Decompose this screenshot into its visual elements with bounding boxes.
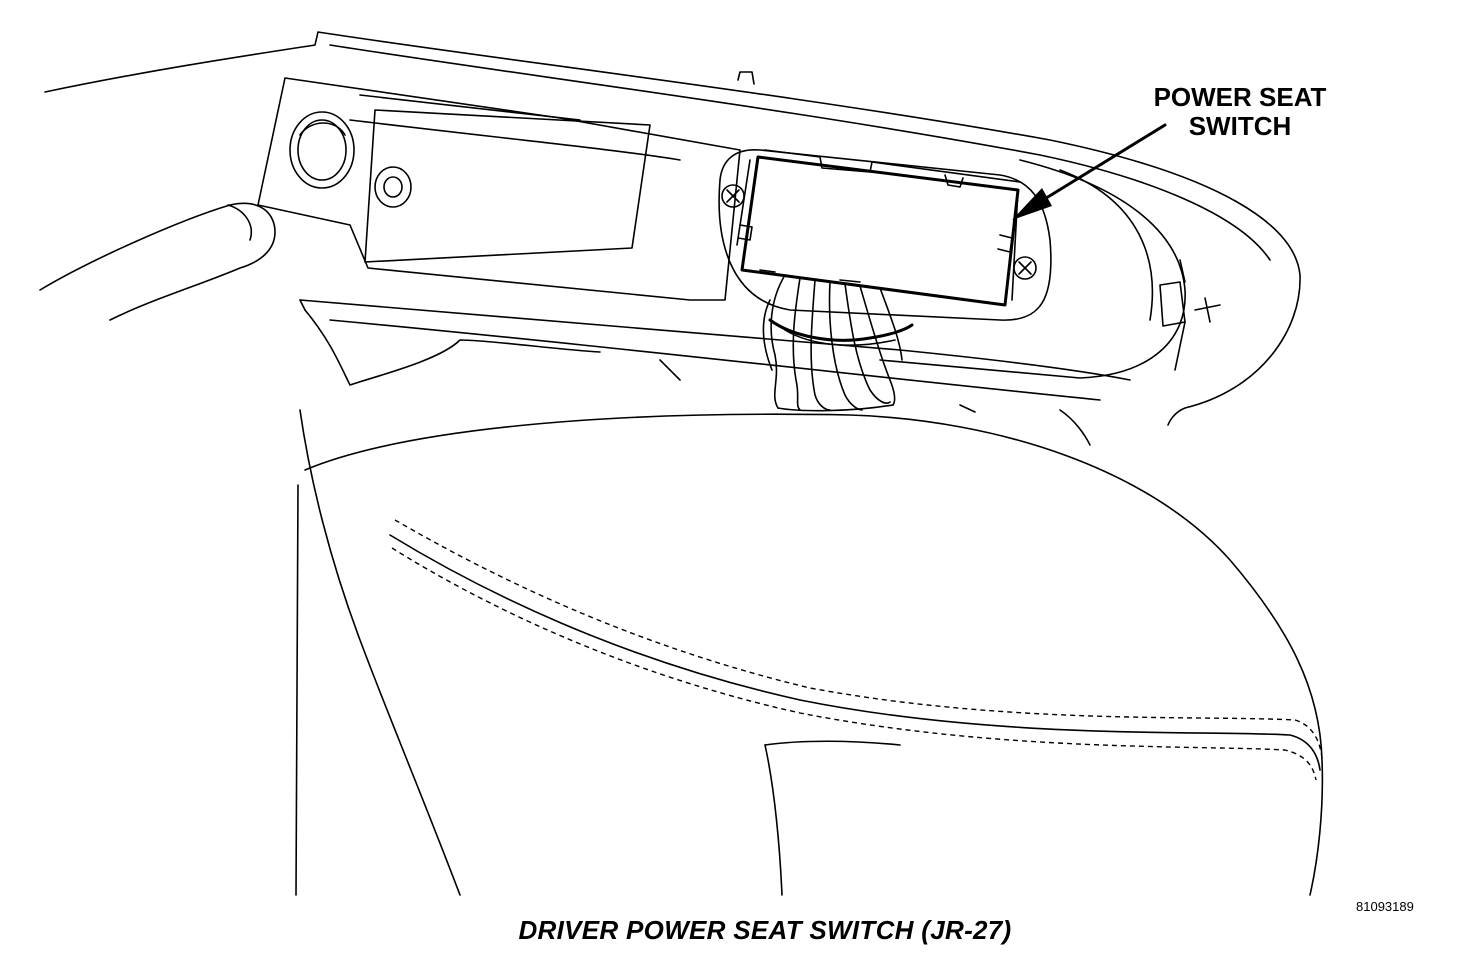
figure-id: 81093189 bbox=[1356, 899, 1414, 914]
power-seat-switch bbox=[740, 155, 1020, 307]
seat-cushion bbox=[299, 409, 461, 896]
callout-arrow-line bbox=[1028, 123, 1167, 210]
console-inner-panel bbox=[364, 109, 651, 263]
seat-seam-solid bbox=[389, 534, 1321, 771]
switch-bezel bbox=[718, 149, 1052, 321]
small-button bbox=[374, 166, 412, 208]
rotary-knob-outer bbox=[289, 111, 355, 189]
callout-arrow-head bbox=[1012, 188, 1052, 220]
callout-line-2: SWITCH bbox=[1188, 111, 1292, 141]
wiring-harness bbox=[762, 274, 914, 412]
figure-caption: DRIVER POWER SEAT SWITCH (JR-27) bbox=[518, 915, 1012, 945]
cable-tie bbox=[768, 318, 914, 342]
callout-line-1: POWER SEAT bbox=[1153, 82, 1327, 112]
armrest bbox=[39, 202, 276, 321]
console-front-panel bbox=[257, 77, 741, 301]
seat-seam-dashed bbox=[394, 519, 1323, 759]
console-outline bbox=[44, 31, 1301, 426]
callout-label: POWER SEAT SWITCH bbox=[1130, 83, 1350, 141]
